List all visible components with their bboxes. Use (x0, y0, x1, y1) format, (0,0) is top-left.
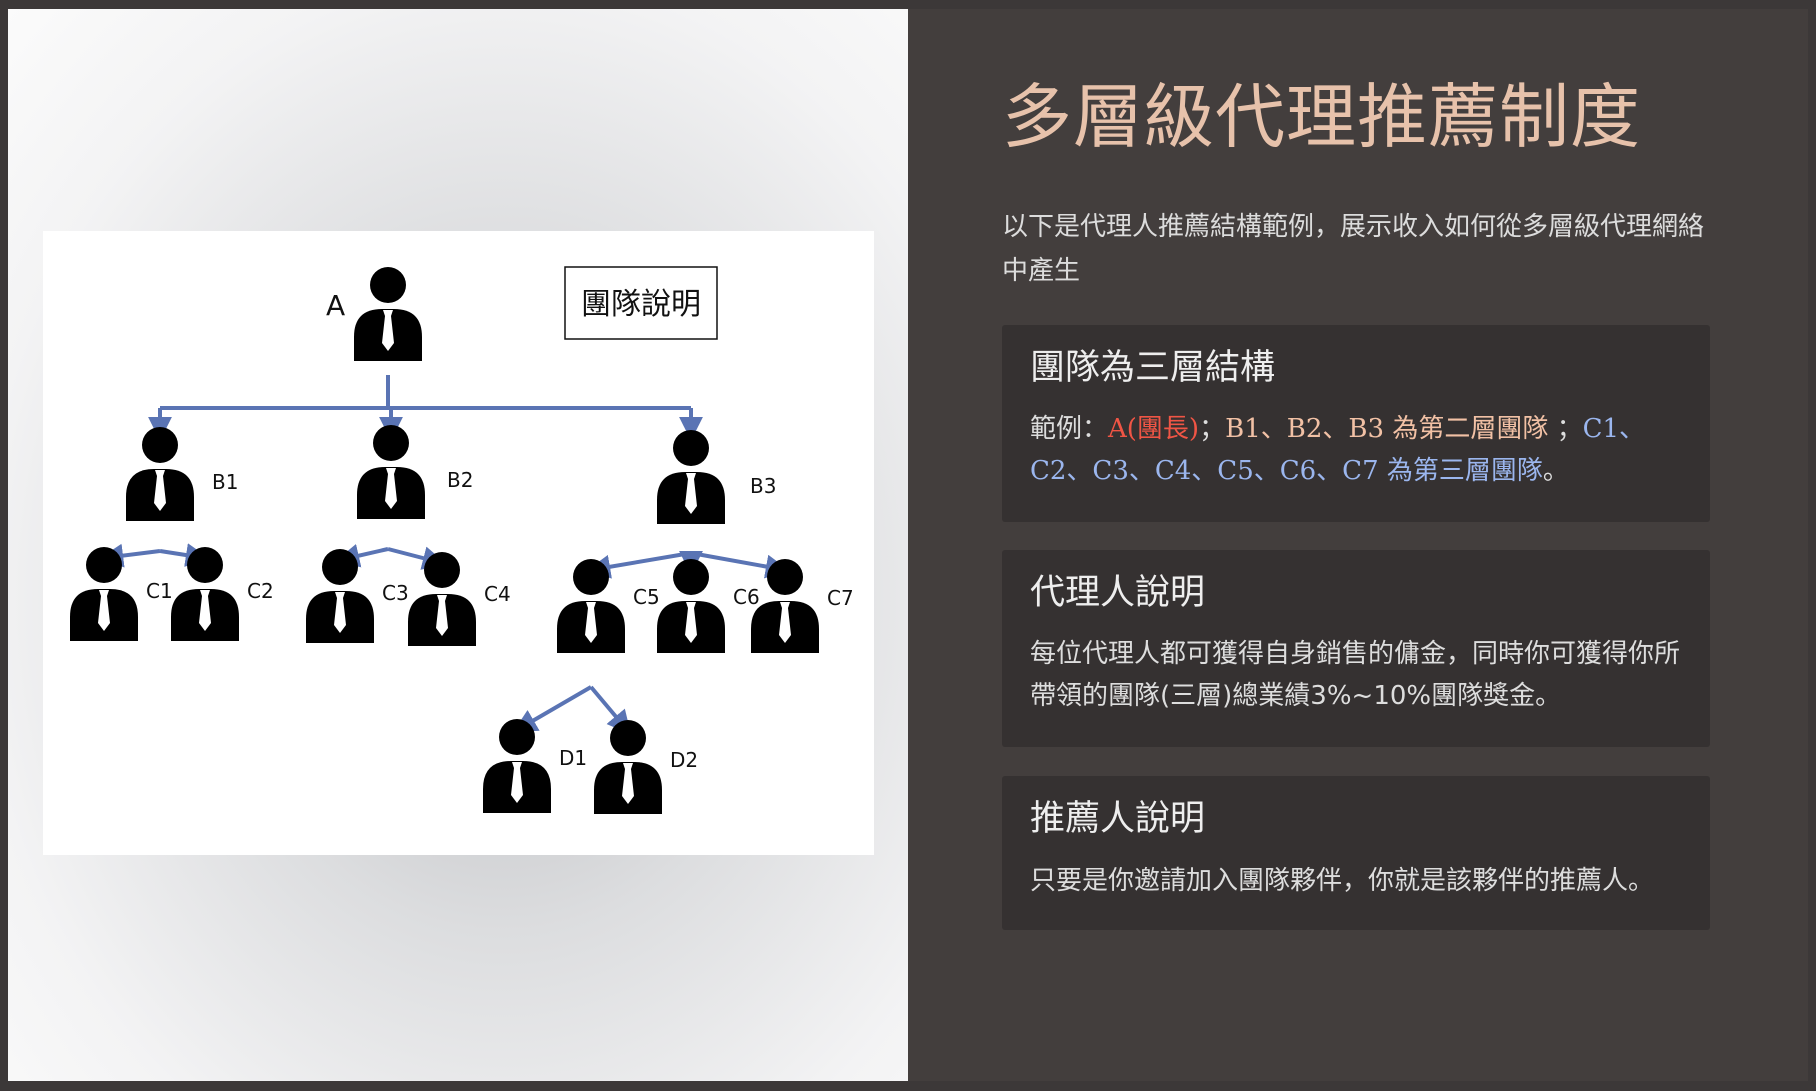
person-icon (306, 549, 374, 643)
person-icon (657, 430, 725, 524)
separator: ； (1548, 414, 1583, 444)
agent-card-body: 每位代理人都可獲得自身銷售的傭金，同時你可獲得你所帶領的團隊(三層)總業績3%~… (1030, 639, 1681, 711)
node-label-C6: C6 (733, 585, 760, 609)
edge-B3-C5 (586, 551, 692, 579)
period: 。 (1542, 456, 1569, 486)
structure-card-body: 範例：A(團長)；B1、B2、B3 為第二層團隊 ；C1、C2、C3、C4、C5… (1030, 408, 1680, 492)
referrer-card-body: 只要是你邀請加入團隊夥伴，你就是該夥伴的推薦人。 (1030, 866, 1655, 896)
person-icon (557, 559, 625, 653)
node-label-B3: B3 (750, 474, 776, 498)
diagram-caption: 團隊說明 (581, 287, 701, 322)
page-subtitle: 以下是代理人推薦結構範例，展示收入如何從多層級代理網絡中產生 (1002, 212, 1705, 286)
tier2-text: B1、B2、B3 為第二層團隊 (1225, 414, 1549, 444)
structure-card: 團隊為三層結構 範例：A(團長)；B1、B2、B3 為第二層團隊 ；C1、C2、… (1002, 325, 1710, 522)
person-icon (751, 559, 819, 653)
structure-card-title: 團隊為三層結構 (1030, 348, 1276, 388)
separator: ； (1199, 414, 1226, 444)
node-label-C3: C3 (382, 581, 409, 605)
node-label-C5: C5 (633, 585, 660, 609)
right-panel: 多層級代理推薦制度 以下是代理人推薦結構範例，展示收入如何從多層級代理網絡中產生… (908, 9, 1808, 1081)
person-icon (408, 552, 476, 646)
page-title: 多層級代理推薦制度 (1002, 76, 1641, 158)
node-label-C2: C2 (247, 579, 274, 603)
node-label-C1: C1 (146, 579, 173, 603)
diagram-caption-box: 團隊說明 (564, 266, 718, 340)
person-icon (357, 425, 425, 519)
node-label-B2: B2 (447, 468, 473, 492)
referrer-card-title: 推薦人說明 (1030, 799, 1206, 839)
person-icon (171, 547, 239, 641)
agent-card-title: 代理人說明 (1030, 573, 1206, 613)
leader-text: A(團長) (1108, 414, 1200, 444)
person-icon (483, 719, 551, 813)
node-label-C7: C7 (827, 586, 854, 610)
person-icon (657, 559, 725, 653)
person-icon (126, 427, 194, 521)
node-label-C4: C4 (484, 582, 511, 606)
edge-B3-C7 (690, 551, 790, 579)
edge-C5-D1 (512, 685, 593, 733)
person-icon (594, 720, 662, 814)
example-prefix: 範例： (1030, 414, 1109, 444)
node-label-D1: D1 (559, 746, 587, 770)
agent-card: 代理人說明 每位代理人都可獲得自身銷售的傭金，同時你可獲得你所帶領的團隊(三層)… (1002, 550, 1710, 747)
node-label-A: A (326, 289, 345, 322)
node-label-B1: B1 (212, 470, 238, 494)
node-label-D2: D2 (670, 748, 698, 772)
person-icon (70, 547, 138, 641)
tier3-text: C1、C2、C3、C4、C5、C6、C7 為第三層團隊 (1030, 414, 1646, 486)
referrer-card: 推薦人說明 只要是你邀請加入團隊夥伴，你就是該夥伴的推薦人。 (1002, 776, 1710, 930)
person-icon (354, 267, 422, 361)
